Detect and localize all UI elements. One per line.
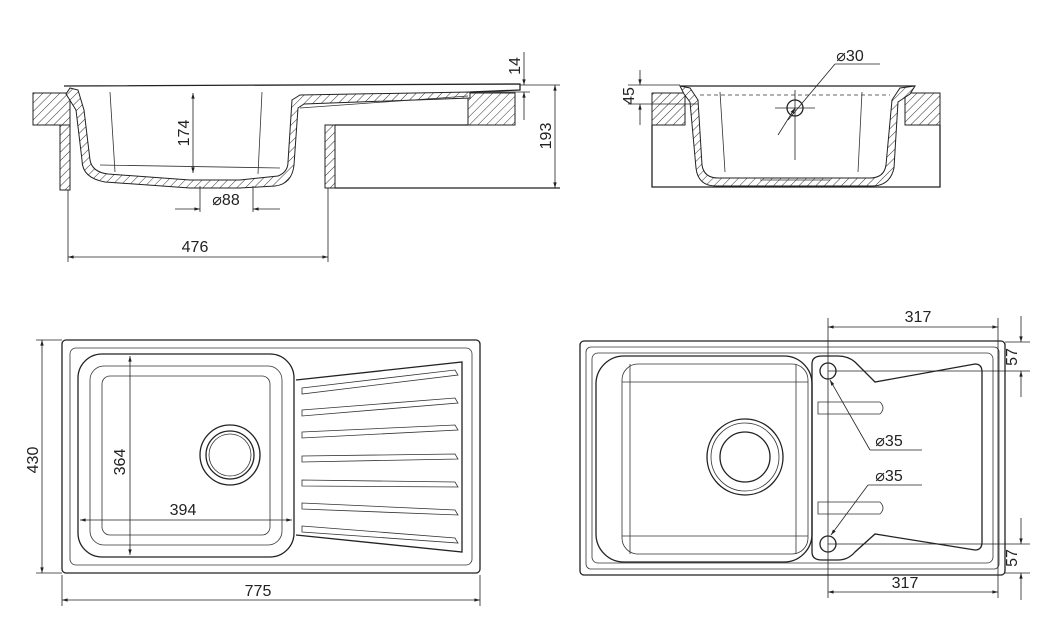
countertop-right — [467, 92, 516, 126]
countertop-left — [651, 92, 686, 126]
bottom-edge-offset-label: 57 — [1004, 549, 1021, 567]
rim-depth-label: 45 — [621, 87, 638, 105]
bowl-end-wall — [679, 85, 916, 187]
top-view-dimensions: 430 364 394 775 — [25, 339, 481, 606]
top-hole-offset-label: 317 — [905, 309, 932, 326]
bottom-hole-offset-label: 317 — [892, 575, 919, 592]
drainboard-plate — [811, 355, 983, 561]
bowl-outline — [595, 355, 813, 563]
cabinet-wall-right — [324, 124, 336, 189]
top-view-holes: 317 317 57 57 ⌀35 ⌀35 — [579, 309, 1030, 600]
width-dimension-label: 476 — [182, 239, 209, 256]
sink-outline — [61, 339, 481, 574]
drainboard-ribs — [301, 369, 459, 544]
height-dimension-label: 193 — [538, 123, 555, 150]
overall-height-label: 430 — [25, 447, 42, 474]
cabinet-wall-left — [59, 124, 71, 191]
bowl-height-label: 364 — [112, 449, 129, 476]
end-section-view: ⌀30 45 — [621, 48, 941, 188]
hole-1-diameter-label: ⌀35 — [875, 433, 903, 450]
drain-outer — [199, 424, 261, 486]
side-section-view: 174 193 14 ⌀88 476 — [32, 52, 560, 262]
drain-outer — [706, 418, 784, 496]
sink-rim — [63, 83, 521, 93]
depth-dimension-label: 174 — [176, 120, 193, 147]
drainboard-outline — [295, 361, 463, 553]
overall-width-label: 775 — [245, 583, 272, 600]
rim-dimension-label: 14 — [507, 57, 524, 75]
top-edge-offset-label: 57 — [1004, 348, 1021, 366]
tap-hole-diameter-label: ⌀30 — [836, 48, 864, 65]
countertop-right — [904, 92, 941, 126]
sink-outline — [579, 340, 1006, 576]
bowl-wall-section — [65, 87, 471, 189]
hole-2-diameter-label: ⌀35 — [875, 468, 903, 485]
countertop-left — [32, 92, 71, 126]
bowl-outline — [77, 353, 295, 558]
drain-diameter-label: ⌀88 — [212, 192, 240, 209]
bowl-width-label: 394 — [170, 502, 197, 519]
